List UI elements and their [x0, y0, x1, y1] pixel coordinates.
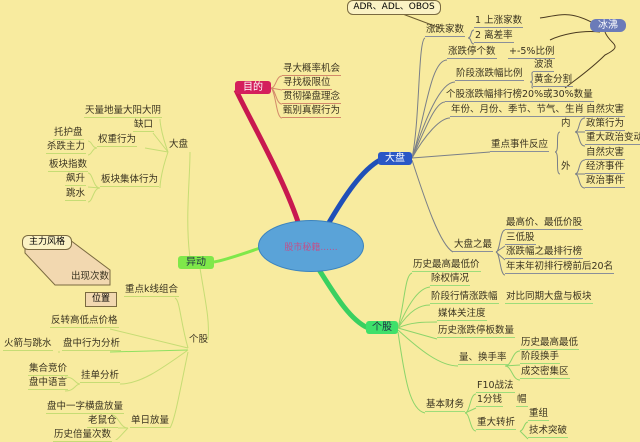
purpose-item[interactable]: 寻找极限位 [282, 77, 332, 90]
market-lines [399, 12, 616, 276]
kline-combo[interactable]: 重点k线组合 [124, 284, 180, 297]
sector-item[interactable]: 飙升 [65, 173, 87, 186]
stage-ratio[interactable]: 阶段涨跌幅比例 [455, 68, 524, 81]
sector-item[interactable]: 跳水 [65, 188, 87, 201]
purpose-item[interactable]: 贯彻操盘理念 [282, 91, 342, 104]
finance-turn[interactable]: 重大转折 [476, 417, 517, 430]
turn-item[interactable]: 重组 [528, 408, 550, 421]
event-item[interactable]: 重大政治变动 [585, 132, 640, 145]
central-topic-label: 股市秘籍...... [284, 242, 338, 253]
anomaly-market[interactable]: 大盘 [169, 139, 189, 150]
extreme-item[interactable]: 最高价、最低价股 [505, 217, 584, 230]
indicators-box[interactable]: ADR、ADL、OBOS [347, 0, 441, 15]
finance-one-cent[interactable]: 1分钱 [476, 394, 504, 407]
sector-behavior[interactable]: 板块集体行为 [100, 174, 160, 187]
central-topic[interactable]: 股市秘籍...... [258, 220, 364, 272]
turn-item[interactable]: 技术突破 [528, 425, 569, 438]
stage-item[interactable]: 波浪 [533, 59, 555, 72]
order-item[interactable]: 集合竞价 [28, 363, 69, 376]
purpose-item[interactable]: 甄别真假行为 [282, 105, 342, 118]
rocket-dive[interactable]: 火箭与跳水 [3, 338, 53, 351]
extreme-item[interactable]: 三低股 [505, 232, 536, 245]
purpose-lines [270, 75, 283, 119]
finance[interactable]: 基本财务 [425, 399, 466, 412]
weight-item[interactable]: 托护盘 [53, 127, 84, 140]
order-analysis[interactable]: 挂单分析 [80, 370, 121, 383]
anomaly-stock[interactable]: 个股 [189, 334, 209, 345]
stock-item[interactable]: 阶段行情涨跌幅 [430, 291, 499, 304]
weight-item[interactable]: 杀跌主力 [46, 141, 87, 154]
volume-item[interactable]: 阶段换手 [520, 351, 561, 364]
stock-item[interactable]: 历史最高最低价 [412, 259, 481, 272]
branch-market [324, 157, 382, 228]
seasons[interactable]: 年份、月份、季节、节气、生肖 [450, 104, 586, 117]
single-day-item[interactable]: 老鼠仓 [87, 415, 118, 428]
weight-behavior[interactable]: 权重行为 [97, 134, 138, 147]
single-day-item[interactable]: 盘中一字横盘放量 [46, 401, 125, 414]
extreme-item[interactable]: 年末年初排行榜前后20名 [505, 261, 615, 274]
node-purpose[interactable]: 目的 [235, 81, 271, 94]
position-box[interactable]: 位置 [85, 292, 117, 307]
event-item[interactable]: 政策行为 [585, 118, 626, 131]
event-item[interactable]: 自然灾害 [585, 104, 626, 117]
events[interactable]: 重点事件反应 [490, 139, 550, 152]
anomaly-lines [58, 118, 209, 440]
updown-count[interactable]: 涨跌家数 [425, 24, 466, 37]
stock-item[interactable]: 除权情况 [430, 273, 471, 286]
limit-count[interactable]: 涨跌停个数 [447, 46, 497, 59]
extreme-item[interactable]: 涨跌幅之最排行榜 [505, 246, 584, 259]
event-item[interactable]: 经济事件 [585, 161, 626, 174]
updown-item[interactable]: 2 离差率 [474, 30, 514, 43]
market-extremes[interactable]: 大盘之最 [453, 239, 494, 252]
node-ice-boil[interactable]: 冰沸 [590, 19, 626, 32]
updown-item[interactable]: 1 上涨家数 [474, 15, 524, 28]
node-stock[interactable]: 个股 [366, 321, 398, 334]
anomaly-market-item[interactable]: 天量地量大阳大阴 [84, 105, 163, 118]
occurrence-count[interactable]: 出现次数 [71, 271, 110, 282]
branch-stock [315, 266, 370, 331]
single-day-item[interactable]: 历史倍量次数 [53, 429, 113, 442]
events-inner[interactable]: 内 [561, 118, 571, 129]
stock-item[interactable]: 媒体关注度 [437, 308, 487, 321]
volume-item[interactable]: 成交密集区 [520, 366, 570, 379]
node-market[interactable]: 大盘 [378, 152, 412, 165]
stock-item[interactable]: 历史涨跌停板数量 [437, 325, 516, 338]
style-box[interactable]: 主力风格 [22, 235, 72, 250]
limit-ratio[interactable]: +-5%比例 [508, 46, 556, 59]
purpose-item[interactable]: 寻大概率机会 [282, 63, 342, 76]
events-outer[interactable]: 外 [561, 161, 571, 172]
branch-anomaly [213, 246, 261, 264]
finance-f10[interactable]: F10战法 [476, 380, 515, 393]
node-anomaly[interactable]: 异动 [178, 256, 214, 269]
anomaly-market-item[interactable]: 缺口 [133, 119, 155, 132]
volume[interactable]: 量、换手率 [458, 352, 508, 365]
reversal-price[interactable]: 反转高低点价格 [50, 315, 119, 328]
event-item[interactable]: 自然灾害 [585, 147, 626, 160]
branch-purpose [233, 88, 303, 229]
finance-hat[interactable]: 帽 [516, 394, 528, 407]
ranking[interactable]: 个股涨跌幅排行榜20%或30%数量 [445, 89, 594, 102]
sector-item[interactable]: 板块指数 [48, 159, 89, 172]
stage-compare[interactable]: 对比同期大盘与板块 [505, 291, 593, 304]
order-item[interactable]: 盘中语言 [28, 377, 69, 390]
single-day-volume[interactable]: 单日放量 [130, 415, 171, 428]
intraday-analysis[interactable]: 盘中行为分析 [62, 338, 122, 351]
stock-lines [397, 272, 529, 440]
volume-item[interactable]: 历史最高最低 [520, 337, 580, 350]
event-item[interactable]: 政治事件 [585, 175, 626, 188]
stage-item[interactable]: 黄金分割 [533, 74, 574, 87]
